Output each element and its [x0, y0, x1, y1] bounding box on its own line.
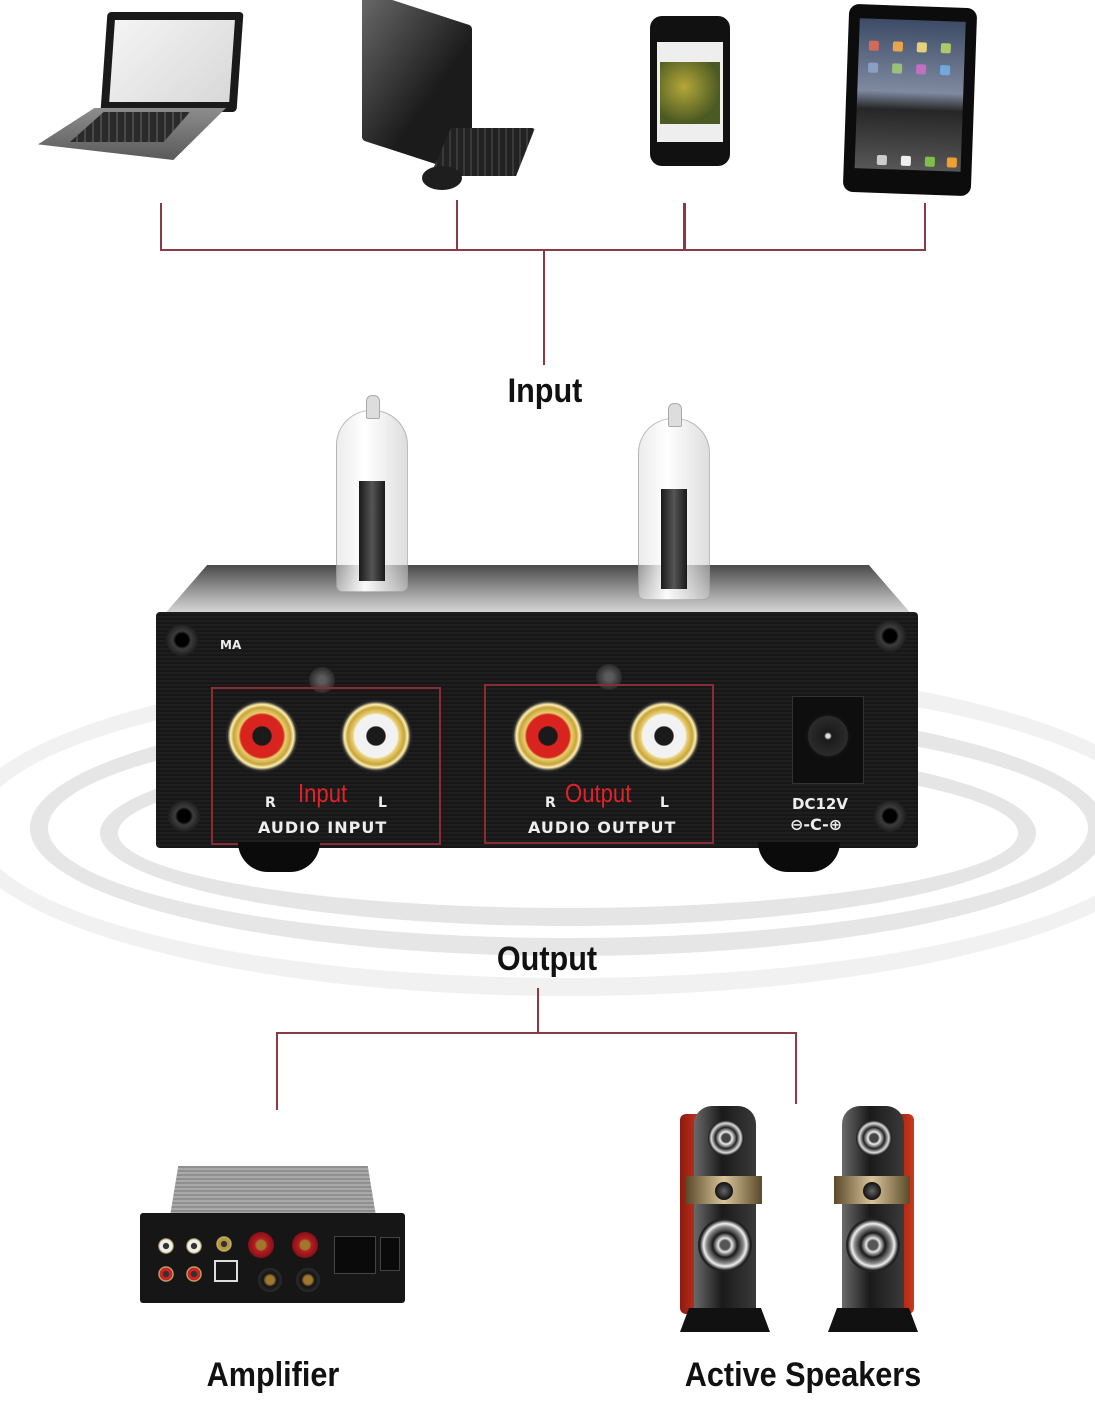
rca-input-left-jack[interactable]	[340, 700, 412, 772]
active-speakers-label: Active Speakers	[684, 1356, 922, 1394]
tablet-illustration	[842, 3, 978, 197]
rubber-foot	[238, 842, 320, 872]
input-drop-phone	[683, 203, 686, 251]
vacuum-tube-right	[638, 403, 710, 600]
output-left-letter: L	[660, 795, 669, 811]
chassis-top	[162, 565, 914, 617]
rca-input-right-jack[interactable]	[226, 700, 298, 772]
screw-icon	[168, 800, 200, 832]
screw-icon	[874, 800, 906, 832]
output-right-letter: R	[545, 795, 556, 811]
input-right-letter: R	[265, 795, 276, 811]
rca-output-left-jack[interactable]	[628, 700, 700, 772]
output-bus	[276, 1032, 797, 1034]
output-overlay-label: Output	[565, 778, 632, 808]
input-stem	[543, 251, 545, 365]
output-drop-amplifier	[276, 1032, 278, 1110]
desktop-mouse	[422, 166, 462, 190]
dc-power-jack[interactable]	[792, 696, 864, 784]
rubber-foot	[758, 842, 840, 872]
screw-icon	[166, 624, 198, 656]
input-drop-laptop	[160, 203, 162, 251]
output-heading: Output	[496, 940, 598, 978]
input-overlay-label: Input	[298, 778, 348, 808]
audio-input-panel	[211, 687, 441, 845]
input-left-letter: L	[378, 795, 387, 811]
rca-output-right-jack[interactable]	[512, 700, 584, 772]
laptop-screen	[100, 12, 244, 112]
output-stem	[537, 988, 539, 1034]
polarity-icon: ⊖-C-⊕	[790, 815, 843, 834]
vacuum-tube-left	[336, 395, 408, 592]
screw-icon	[874, 620, 906, 652]
speaker-left	[680, 1106, 770, 1334]
phone-screen	[657, 42, 723, 142]
input-drop-tablet	[924, 203, 926, 251]
input-bus	[160, 249, 926, 251]
audio-output-caption: AUDIO OUTPUT	[528, 818, 677, 837]
speaker-right	[828, 1106, 918, 1334]
tablet-screen	[854, 18, 966, 172]
audio-output-panel	[484, 684, 714, 844]
input-drop-desktop	[456, 200, 458, 251]
dc-voltage-label: DC12V	[792, 795, 848, 813]
input-heading: Input	[507, 372, 583, 410]
amplifier-label: Amplifier	[206, 1356, 340, 1394]
amplifier-top	[170, 1166, 376, 1216]
smartphone-illustration	[650, 16, 730, 166]
brand-mark: MA	[220, 638, 242, 652]
output-drop-speakers	[795, 1032, 797, 1104]
audio-input-caption: AUDIO INPUT	[258, 818, 388, 837]
